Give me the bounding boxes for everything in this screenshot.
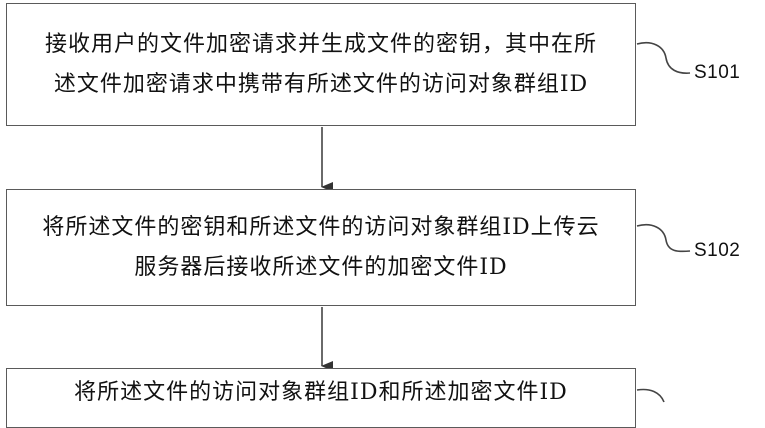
step-box-2: 将所述文件的密钥和所述文件的访问对象群组ID上传云服务器后接收所述文件的加密文件…: [6, 189, 636, 306]
step-box-3: 将所述文件的访问对象群组ID和所述加密文件ID: [6, 368, 636, 428]
step-label-s102: S102: [694, 240, 741, 261]
step-text-3: 将所述文件的访问对象群组ID和所述加密文件ID: [74, 380, 568, 405]
label-leader-step3: [636, 388, 665, 403]
step-label-s101: S101: [694, 62, 741, 83]
label-leader-s101: [636, 42, 691, 74]
step-text-1: 接收用户的文件加密请求并生成文件的密钥，其中在所述文件加密请求中携带有所述文件的…: [44, 31, 597, 97]
step-box-1: 接收用户的文件加密请求并生成文件的密钥，其中在所述文件加密请求中携带有所述文件的…: [6, 3, 636, 126]
step-text-2: 将所述文件的密钥和所述文件的访问对象群组ID上传云服务器后接收所述文件的加密文件…: [42, 214, 600, 280]
label-leader-s102: [636, 224, 691, 253]
